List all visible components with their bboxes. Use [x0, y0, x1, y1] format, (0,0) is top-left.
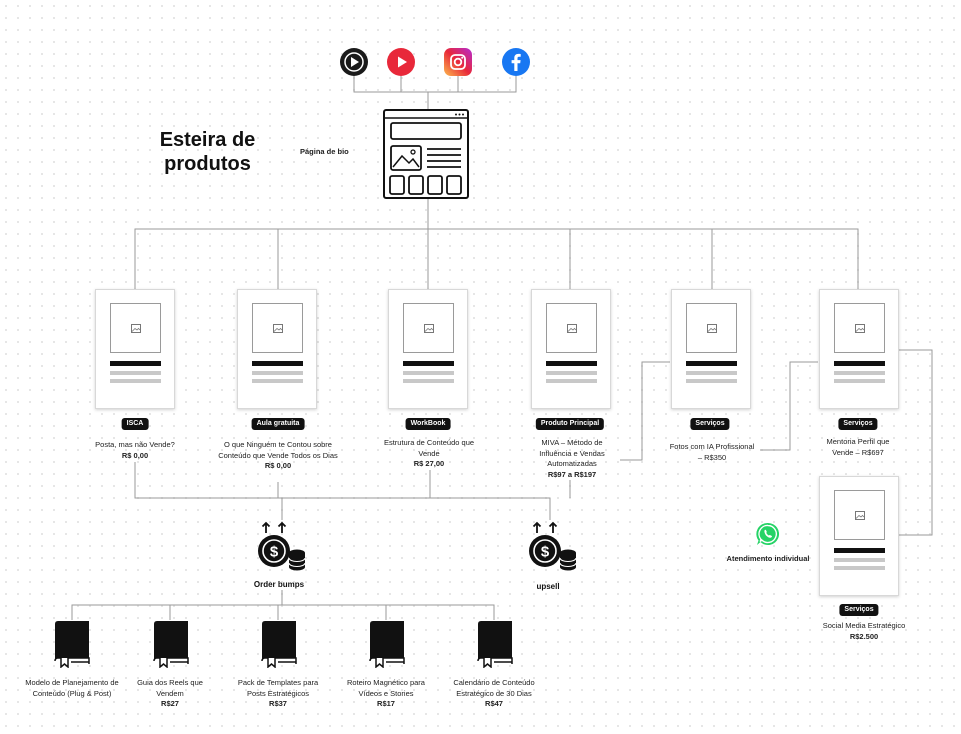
- badge-isca: ISCA: [121, 418, 149, 430]
- image-placeholder-icon: [403, 303, 454, 353]
- bump-desc-reels: Guia dos Reels que Vendem R$27: [137, 678, 203, 708]
- product-desc-aula: O que Ninguém te Contou sobre Conteúdo q…: [218, 440, 338, 470]
- product-desc-fotos: Fotos com IA Profissional – R$350: [669, 442, 755, 462]
- title-line-2: produtos: [164, 153, 251, 175]
- bump-desc-planejamento: Modelo de Planejamento de Conteúdo (Plug…: [25, 678, 119, 698]
- book-icon: [475, 620, 515, 669]
- product-card-aula: [237, 289, 317, 409]
- bump-desc-calendario: Calendário de Conteúdo Estratégico de 30…: [453, 678, 535, 708]
- money-coins-icon: $: [252, 521, 308, 577]
- product-card-isca: [95, 289, 175, 409]
- badge-servicos-mentoria: Serviços: [838, 418, 878, 430]
- image-placeholder-icon: [546, 303, 597, 353]
- bump-desc-roteiro: Roteiro Magnético para Vídeos e Stories …: [347, 678, 425, 708]
- svg-text:$: $: [541, 544, 550, 561]
- book-icon: [259, 620, 299, 669]
- product-desc-social-media: Social Media Estratégico R$2.500: [822, 621, 906, 641]
- play-store-icon[interactable]: [340, 48, 368, 76]
- svg-text:$: $: [270, 544, 279, 561]
- product-card-servico-mentoria: [819, 289, 899, 409]
- whatsapp-label: Atendimento individual: [726, 554, 810, 563]
- youtube-icon[interactable]: [387, 48, 415, 76]
- image-placeholder-icon: [686, 303, 737, 353]
- bio-page-icon: [383, 109, 469, 199]
- instagram-icon[interactable]: [444, 48, 472, 76]
- facebook-icon[interactable]: [502, 48, 530, 76]
- product-card-servico-social-media: [819, 476, 899, 596]
- image-placeholder-icon: [834, 490, 885, 540]
- whatsapp-icon[interactable]: [755, 521, 781, 547]
- badge-principal: Produto Principal: [535, 418, 605, 430]
- product-desc-mentoria: Mentoria Perfil que Vende – R$697: [826, 437, 890, 457]
- bump-desc-templates: Pack de Templates para Posts Estratégico…: [237, 678, 319, 708]
- product-desc-isca: Posta, mas não Vende? R$ 0,00: [95, 440, 175, 460]
- book-icon: [52, 620, 92, 669]
- badge-workbook: WorkBook: [405, 418, 451, 430]
- product-desc-workbook: Estrutura de Conteúdo que Vende R$ 27,00: [383, 438, 475, 468]
- badge-servicos-fotos: Serviços: [690, 418, 730, 430]
- money-coins-icon: $: [523, 521, 579, 577]
- title-line-1: Esteira de: [159, 129, 256, 151]
- badge-servicos-social: Serviços: [839, 604, 879, 616]
- product-card-servico-fotos: [671, 289, 751, 409]
- badge-aula: Aula gratuita: [251, 418, 305, 430]
- image-placeholder-icon: [252, 303, 303, 353]
- product-card-workbook: [388, 289, 468, 409]
- image-placeholder-icon: [110, 303, 161, 353]
- upsell-label: upsell: [536, 582, 560, 591]
- image-placeholder-icon: [834, 303, 885, 353]
- product-card-principal: [531, 289, 611, 409]
- diagram-title: Esteira de produtos: [150, 128, 265, 176]
- book-icon: [367, 620, 407, 669]
- book-icon: [151, 620, 191, 669]
- product-desc-principal: MIVA – Método de Influência e Vendas Aut…: [539, 438, 605, 479]
- order-bumps-label: Order bumps: [253, 580, 305, 589]
- bio-page-label: Página de bio: [300, 147, 349, 156]
